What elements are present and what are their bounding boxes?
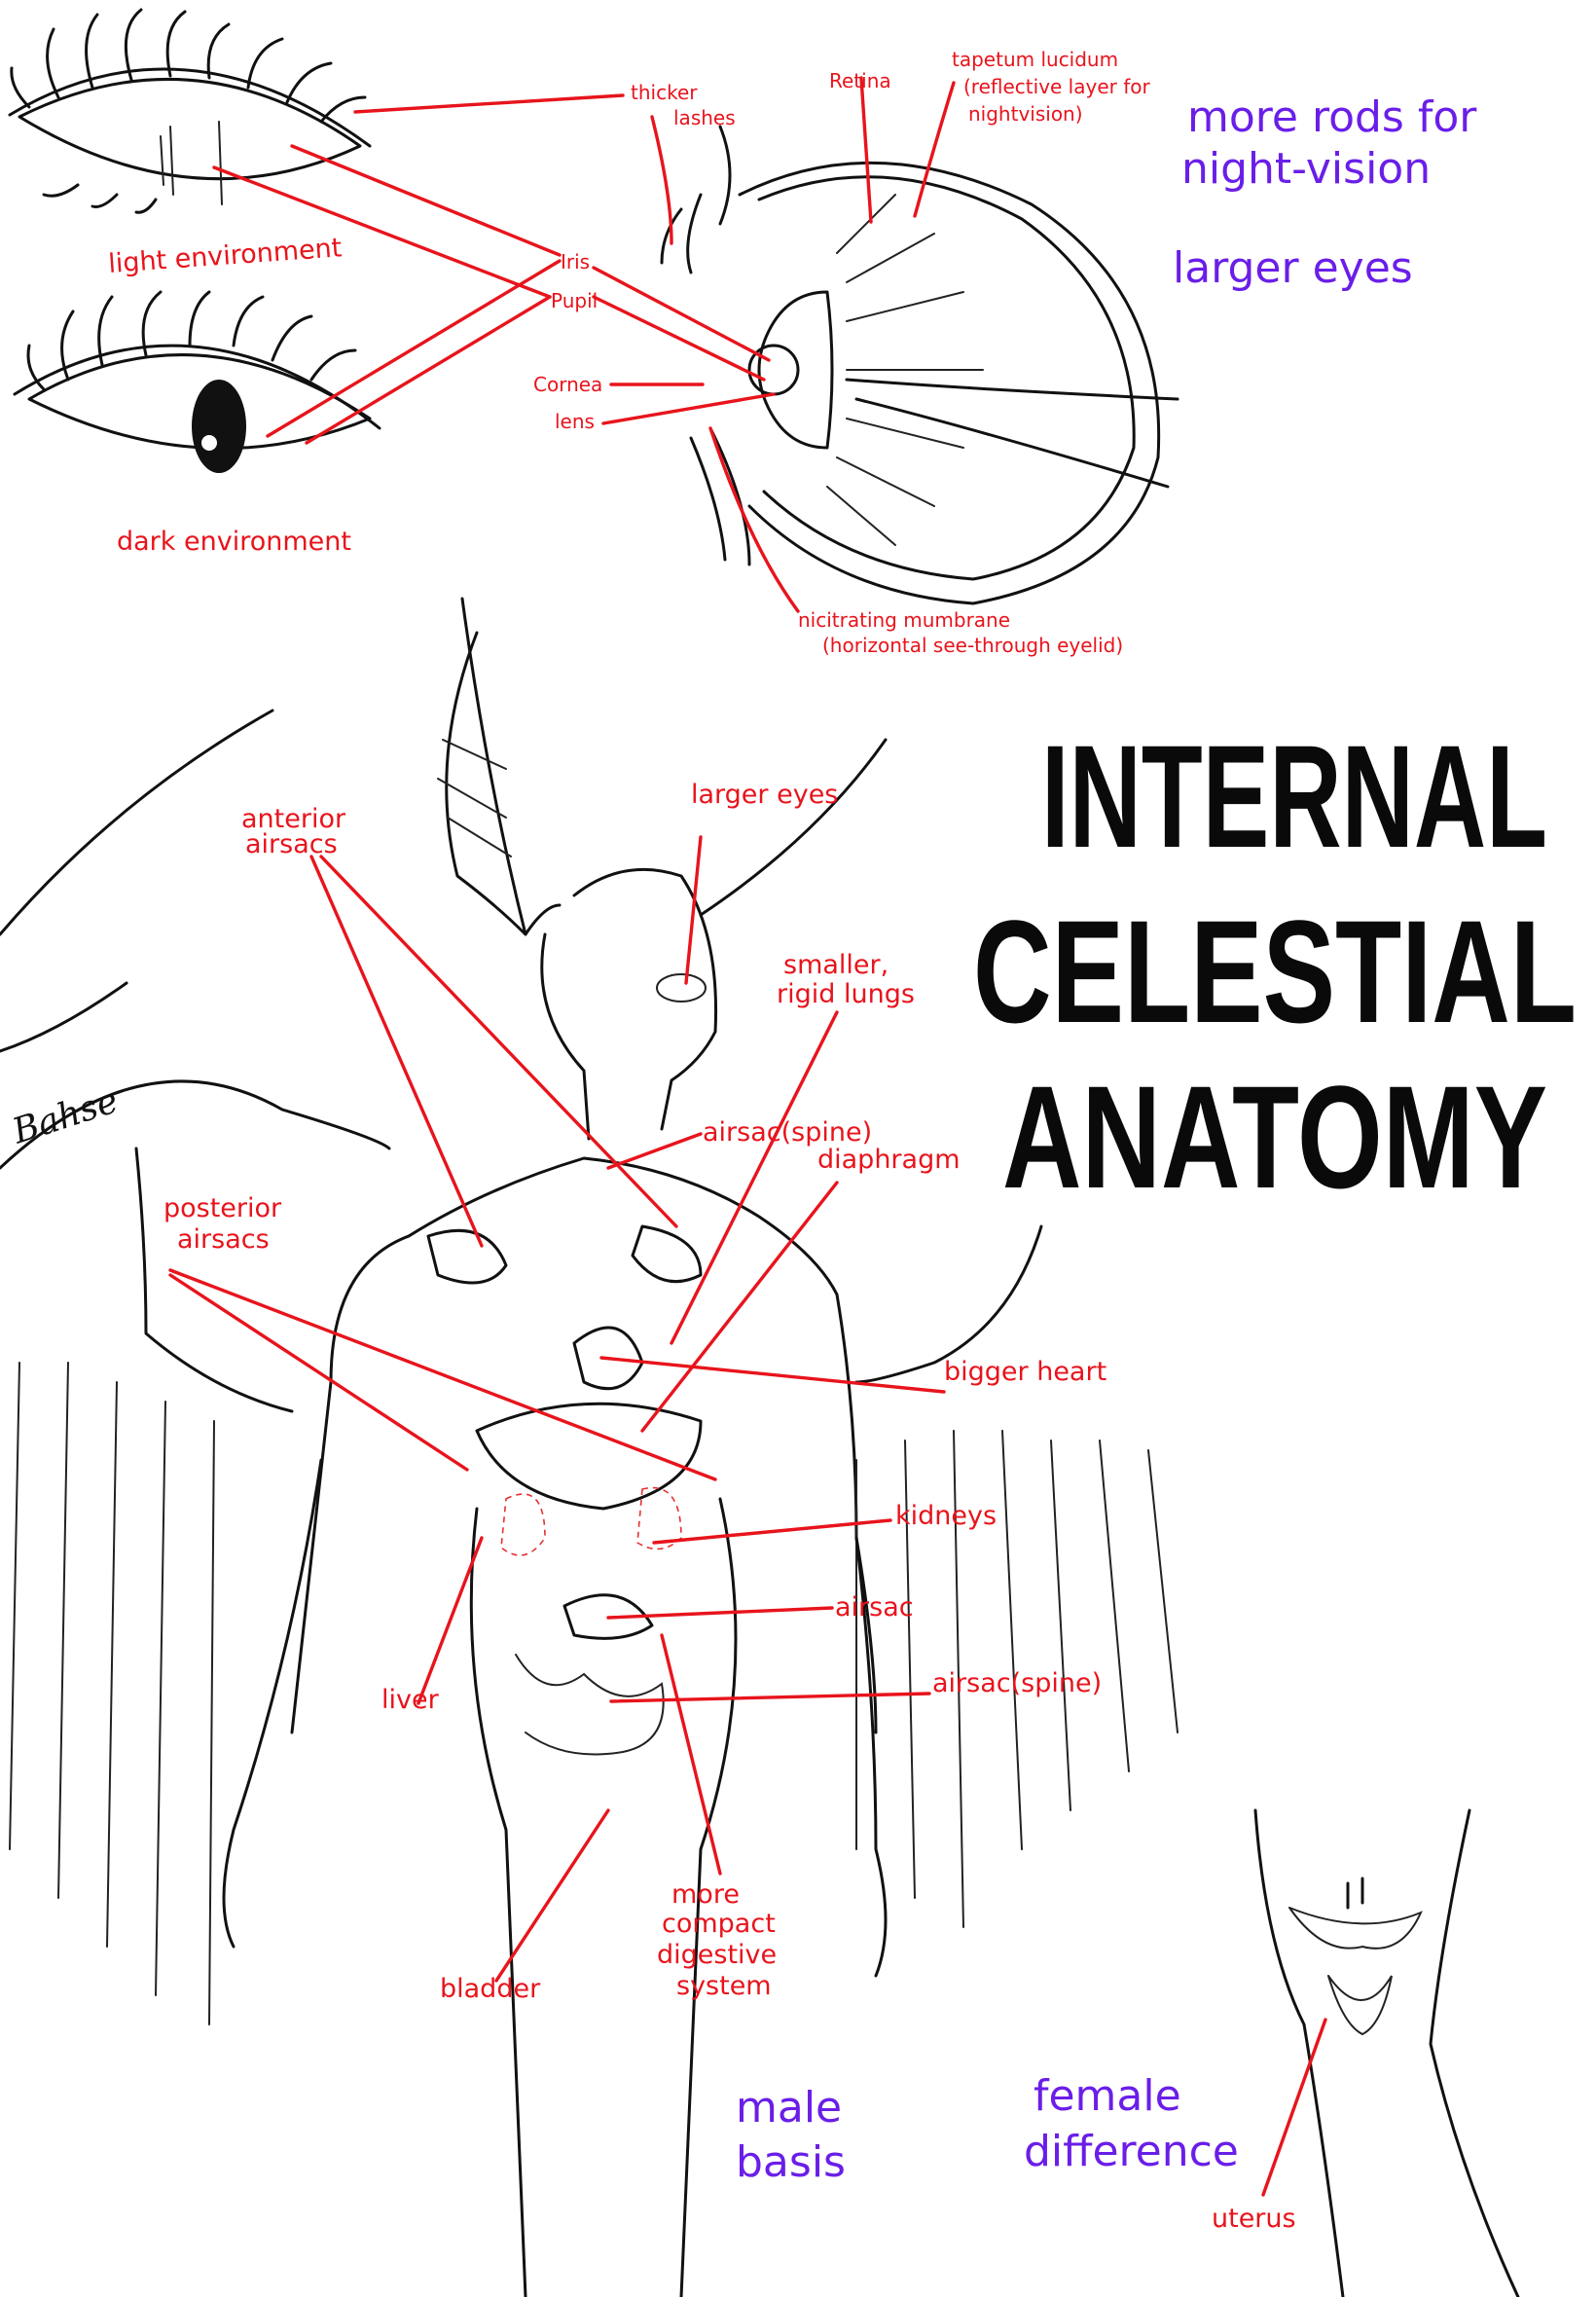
label-anterior: anterior [241,804,346,834]
label-light-environment: light environment [107,233,343,279]
arrow-bladder [494,1808,610,1983]
arrow-lens [601,392,776,425]
title-line-3: ANATOMY [1002,1055,1547,1219]
note-more-rods-2: night-vision [1181,144,1431,194]
arrow-liver [417,1536,484,1705]
arrow-pupil-section [592,295,766,382]
label-posterior: posterior [163,1193,282,1223]
note-female: female [1034,2071,1181,2121]
arrow-airsac-spine-bottom [609,1692,931,1703]
label-bigger-heart: bigger heart [944,1357,1106,1387]
label-uterus: uterus [1212,2204,1296,2234]
label-retina: Retina [829,69,891,92]
arrow-larger-eyes [684,835,703,985]
label-tapetum-2: (reflective layer for [963,75,1150,98]
label-tapetum-1: tapetum lucidum [952,48,1118,71]
purple-notes: more rods for night-vision larger eyes m… [736,92,1477,2187]
arrow-iris-section [592,266,771,362]
arrow-airsac-spine-top [606,1132,703,1170]
label-digestive-digestive: digestive [657,1940,777,1970]
note-more-rods-1: more rods for [1187,92,1477,142]
arrow-uterus [1261,2018,1327,2197]
label-rigid-lungs: rigid lungs [777,979,915,1009]
arrow-digestive [660,1633,722,1876]
label-anterior-airsacs: airsacs [245,829,338,859]
body-labels: anterior airsacs larger eyes smaller, ri… [163,780,1296,2234]
arrow-airsac [606,1606,834,1620]
arrow-lashes [353,93,625,114]
title-block: INTERNAL CELESTIAL ANATOMY [973,714,1577,1219]
label-smaller: smaller, [783,950,889,980]
arrow-anterior-left [309,855,484,1248]
arrow-anterior-right [319,855,678,1228]
note-larger-eyes: larger eyes [1173,243,1413,293]
artist-signature: Bahse [7,1080,123,1152]
light-environment-eye-drawing [8,8,372,214]
title-line-2: CELESTIAL [973,890,1577,1053]
arrow-nictitating [708,426,800,613]
label-thicker: thicker [631,81,698,104]
label-digestive-more: more [671,1879,740,1910]
arrow-posterior-right [168,1268,717,1481]
title-line-1: INTERNAL [1041,714,1547,878]
label-airsac: airsac [835,1592,914,1622]
arrow-retina [859,76,873,224]
arrow-heart [599,1356,946,1394]
arrow-posterior-left [168,1273,469,1472]
label-lashes: lashes [673,106,736,129]
label-posterior-airsacs: airsacs [177,1224,270,1255]
note-basis: basis [736,2137,846,2187]
label-airsac-spine-top: airsac(spine) [703,1117,872,1148]
dark-environment-eye-drawing [13,290,381,473]
annotation-arrows [168,76,1327,2197]
label-lens: lens [555,410,595,433]
arrow-lungs [670,1010,839,1345]
arrow-diaphragm [640,1181,839,1433]
label-nictitating-1: nicitrating mumbrane [798,608,1010,632]
label-kidneys: kidneys [895,1501,997,1531]
label-digestive-system: system [676,1971,772,2001]
label-airsac-spine-bottom: airsac(spine) [932,1668,1102,1698]
label-liver: liver [381,1685,440,1715]
label-digestive-compact: compact [662,1909,776,1939]
celestial-figure-drawing [0,597,1520,2297]
label-dark-environment: dark environment [117,527,351,557]
arrow-kidneys [652,1518,892,1545]
label-bladder: bladder [440,1974,541,2004]
arrow-pupil-dark [305,295,552,445]
note-difference: difference [1024,2127,1239,2176]
arrow-iris-dark [266,259,562,438]
label-cornea: Cornea [533,373,602,396]
note-male: male [736,2083,842,2133]
arrow-tapetum [913,81,956,218]
label-pupil: Pupil [551,289,598,312]
arrow-lashes-side [650,115,673,245]
label-iris: Iris [561,250,590,273]
label-nictitating-2: (horizontal see-through eyelid) [822,634,1123,657]
arrow-pupil-light [212,165,552,299]
label-larger-eyes-body: larger eyes [691,780,838,810]
label-tapetum-3: nightvision) [968,102,1083,126]
eye-labels: light environment dark environment thick… [107,48,1150,657]
arrow-iris-light [290,144,562,257]
label-diaphragm: diaphragm [817,1145,961,1175]
